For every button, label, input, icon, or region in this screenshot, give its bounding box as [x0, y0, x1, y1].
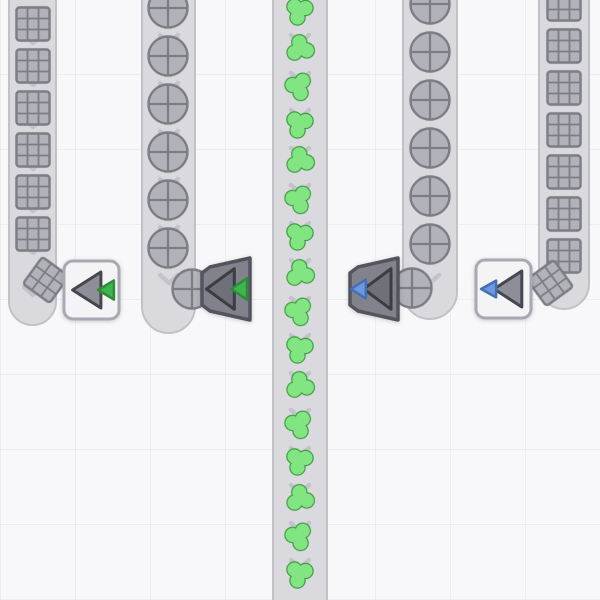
blue-direction-marker-icon — [349, 278, 368, 300]
item-cross-circle — [409, 79, 451, 121]
item-grid-square — [15, 6, 51, 42]
item-grid-square — [546, 0, 582, 22]
device-arrow-left-dark-blue[interactable] — [344, 254, 402, 324]
item-green-cluster — [286, 483, 315, 511]
device-arrow-left-white-green[interactable] — [62, 259, 121, 321]
green-direction-marker-icon — [230, 276, 249, 302]
arrow-left-icon — [492, 269, 524, 309]
device-arrow-left-dark-green[interactable] — [196, 254, 254, 324]
item-green-cluster — [286, 146, 315, 173]
item-grid-square — [15, 48, 51, 84]
item-green-cluster — [286, 448, 314, 476]
item-green-cluster — [286, 335, 314, 364]
item-cross-circle — [147, 83, 189, 125]
device-arrow-left-white-blue[interactable] — [474, 258, 533, 320]
item-cross-circle — [147, 131, 189, 173]
item-green-cluster — [284, 185, 311, 214]
green-direction-marker-icon — [96, 279, 116, 301]
item-cross-circle — [409, 175, 451, 217]
item-grid-square — [546, 28, 582, 64]
item-cross-circle — [147, 179, 189, 221]
item-green-cluster — [286, 110, 314, 139]
item-cross-circle — [147, 35, 189, 77]
item-green-cluster — [284, 522, 311, 552]
arrow-left-icon — [362, 267, 393, 311]
item-green-cluster — [286, 560, 314, 589]
item-green-cluster — [286, 258, 315, 286]
item-cross-circle — [147, 227, 189, 269]
item-green-cluster — [286, 371, 315, 398]
item-grid-square — [526, 259, 574, 307]
item-grid-square — [15, 132, 51, 168]
item-cross-circle — [409, 31, 451, 73]
item-cross-circle — [409, 0, 451, 25]
belt-direction-chevron-icon — [157, 272, 180, 286]
item-green-cluster — [286, 0, 314, 26]
item-grid-square — [546, 70, 582, 106]
item-grid-square — [15, 174, 51, 210]
item-grid-square — [546, 196, 582, 232]
item-grid-square — [546, 154, 582, 190]
item-cross-circle — [409, 223, 451, 265]
item-grid-square — [546, 112, 582, 148]
item-green-cluster — [286, 33, 315, 61]
item-grid-square — [22, 256, 70, 304]
item-grid-square — [15, 90, 51, 126]
item-green-cluster — [286, 223, 314, 251]
blue-direction-marker-icon — [479, 279, 498, 299]
item-cross-circle — [409, 127, 451, 169]
item-green-cluster — [284, 72, 311, 102]
item-cross-circle — [147, 0, 189, 29]
item-green-cluster — [284, 410, 311, 439]
item-green-cluster — [284, 297, 311, 327]
item-grid-square — [15, 216, 51, 252]
